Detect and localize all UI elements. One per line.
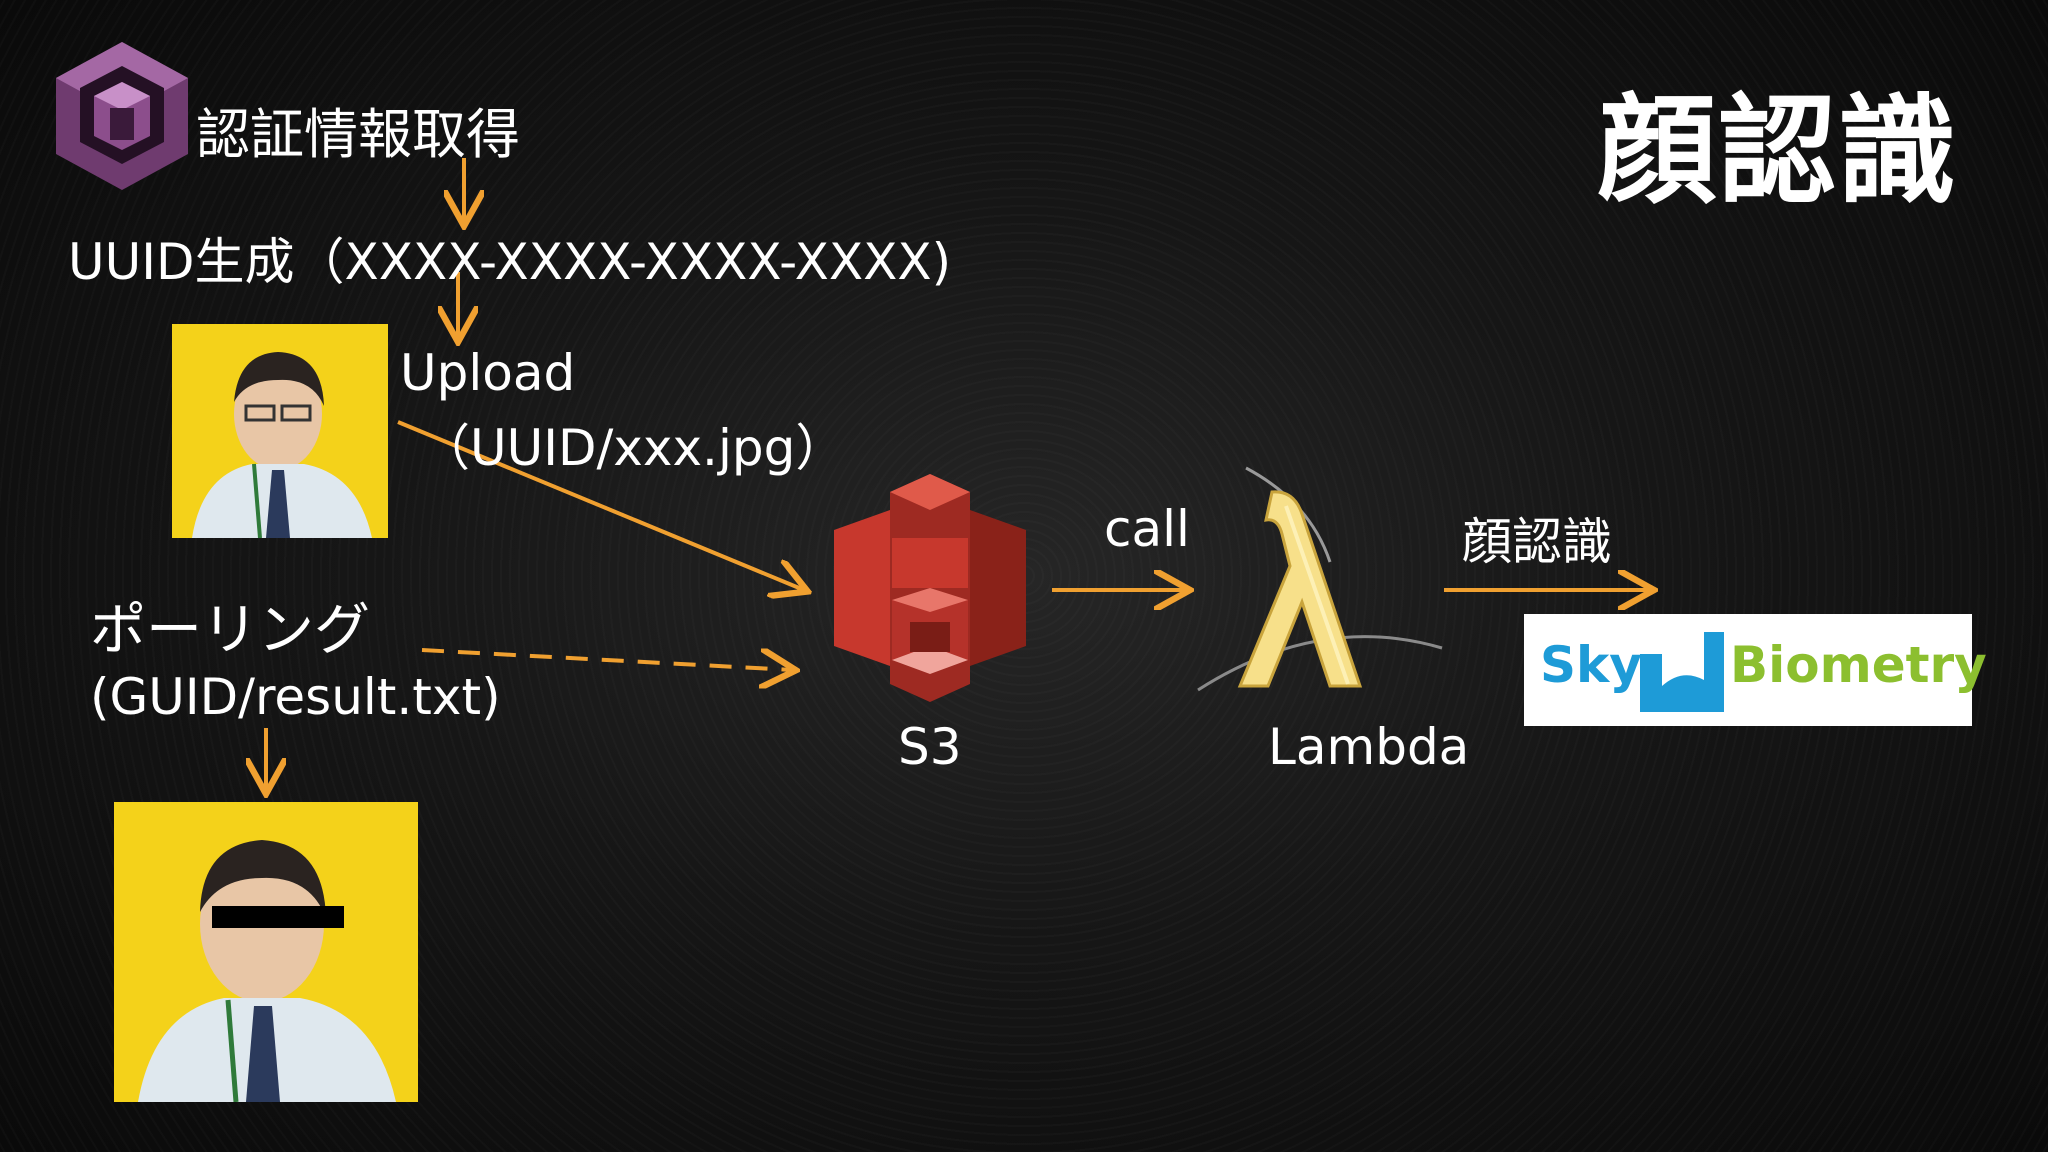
auth-label: 認証情報取得 bbox=[196, 103, 520, 166]
arrow-upload-to-s3 bbox=[397, 420, 804, 590]
skybiometry-sky-text: Sky bbox=[1540, 636, 1642, 694]
skybiometry-logo: Sky Biometry bbox=[1524, 614, 1987, 726]
call-label: call bbox=[1104, 500, 1190, 558]
portrait-photo bbox=[172, 324, 388, 538]
slide-title: 顔認識 bbox=[1598, 82, 1959, 220]
skybiometry-biometry-text: Biometry bbox=[1730, 636, 1987, 694]
s3-bucket-icon bbox=[834, 474, 1026, 702]
face-recognition-label: 顔認識 bbox=[1462, 513, 1612, 571]
polling-label: ポーリング bbox=[90, 598, 370, 663]
polling-path-label: (GUID/result.txt) bbox=[90, 668, 501, 726]
blurred-portrait-photo bbox=[114, 802, 418, 1102]
skybiometry-mark bbox=[1640, 632, 1724, 712]
lambda-label: Lambda bbox=[1268, 718, 1470, 776]
arrow-polling-to-s3 bbox=[421, 648, 792, 670]
s3-label: S3 bbox=[898, 718, 962, 776]
upload-path-label: （UUID/xxx.jpg） bbox=[420, 419, 846, 477]
lambda-icon bbox=[1197, 466, 1443, 692]
censor-bar bbox=[212, 906, 344, 928]
cognito-icon bbox=[56, 42, 188, 190]
uuid-label: UUID生成（XXXX-XXXX-XXXX-XXXX) bbox=[68, 233, 952, 291]
upload-label: Upload bbox=[400, 344, 576, 402]
